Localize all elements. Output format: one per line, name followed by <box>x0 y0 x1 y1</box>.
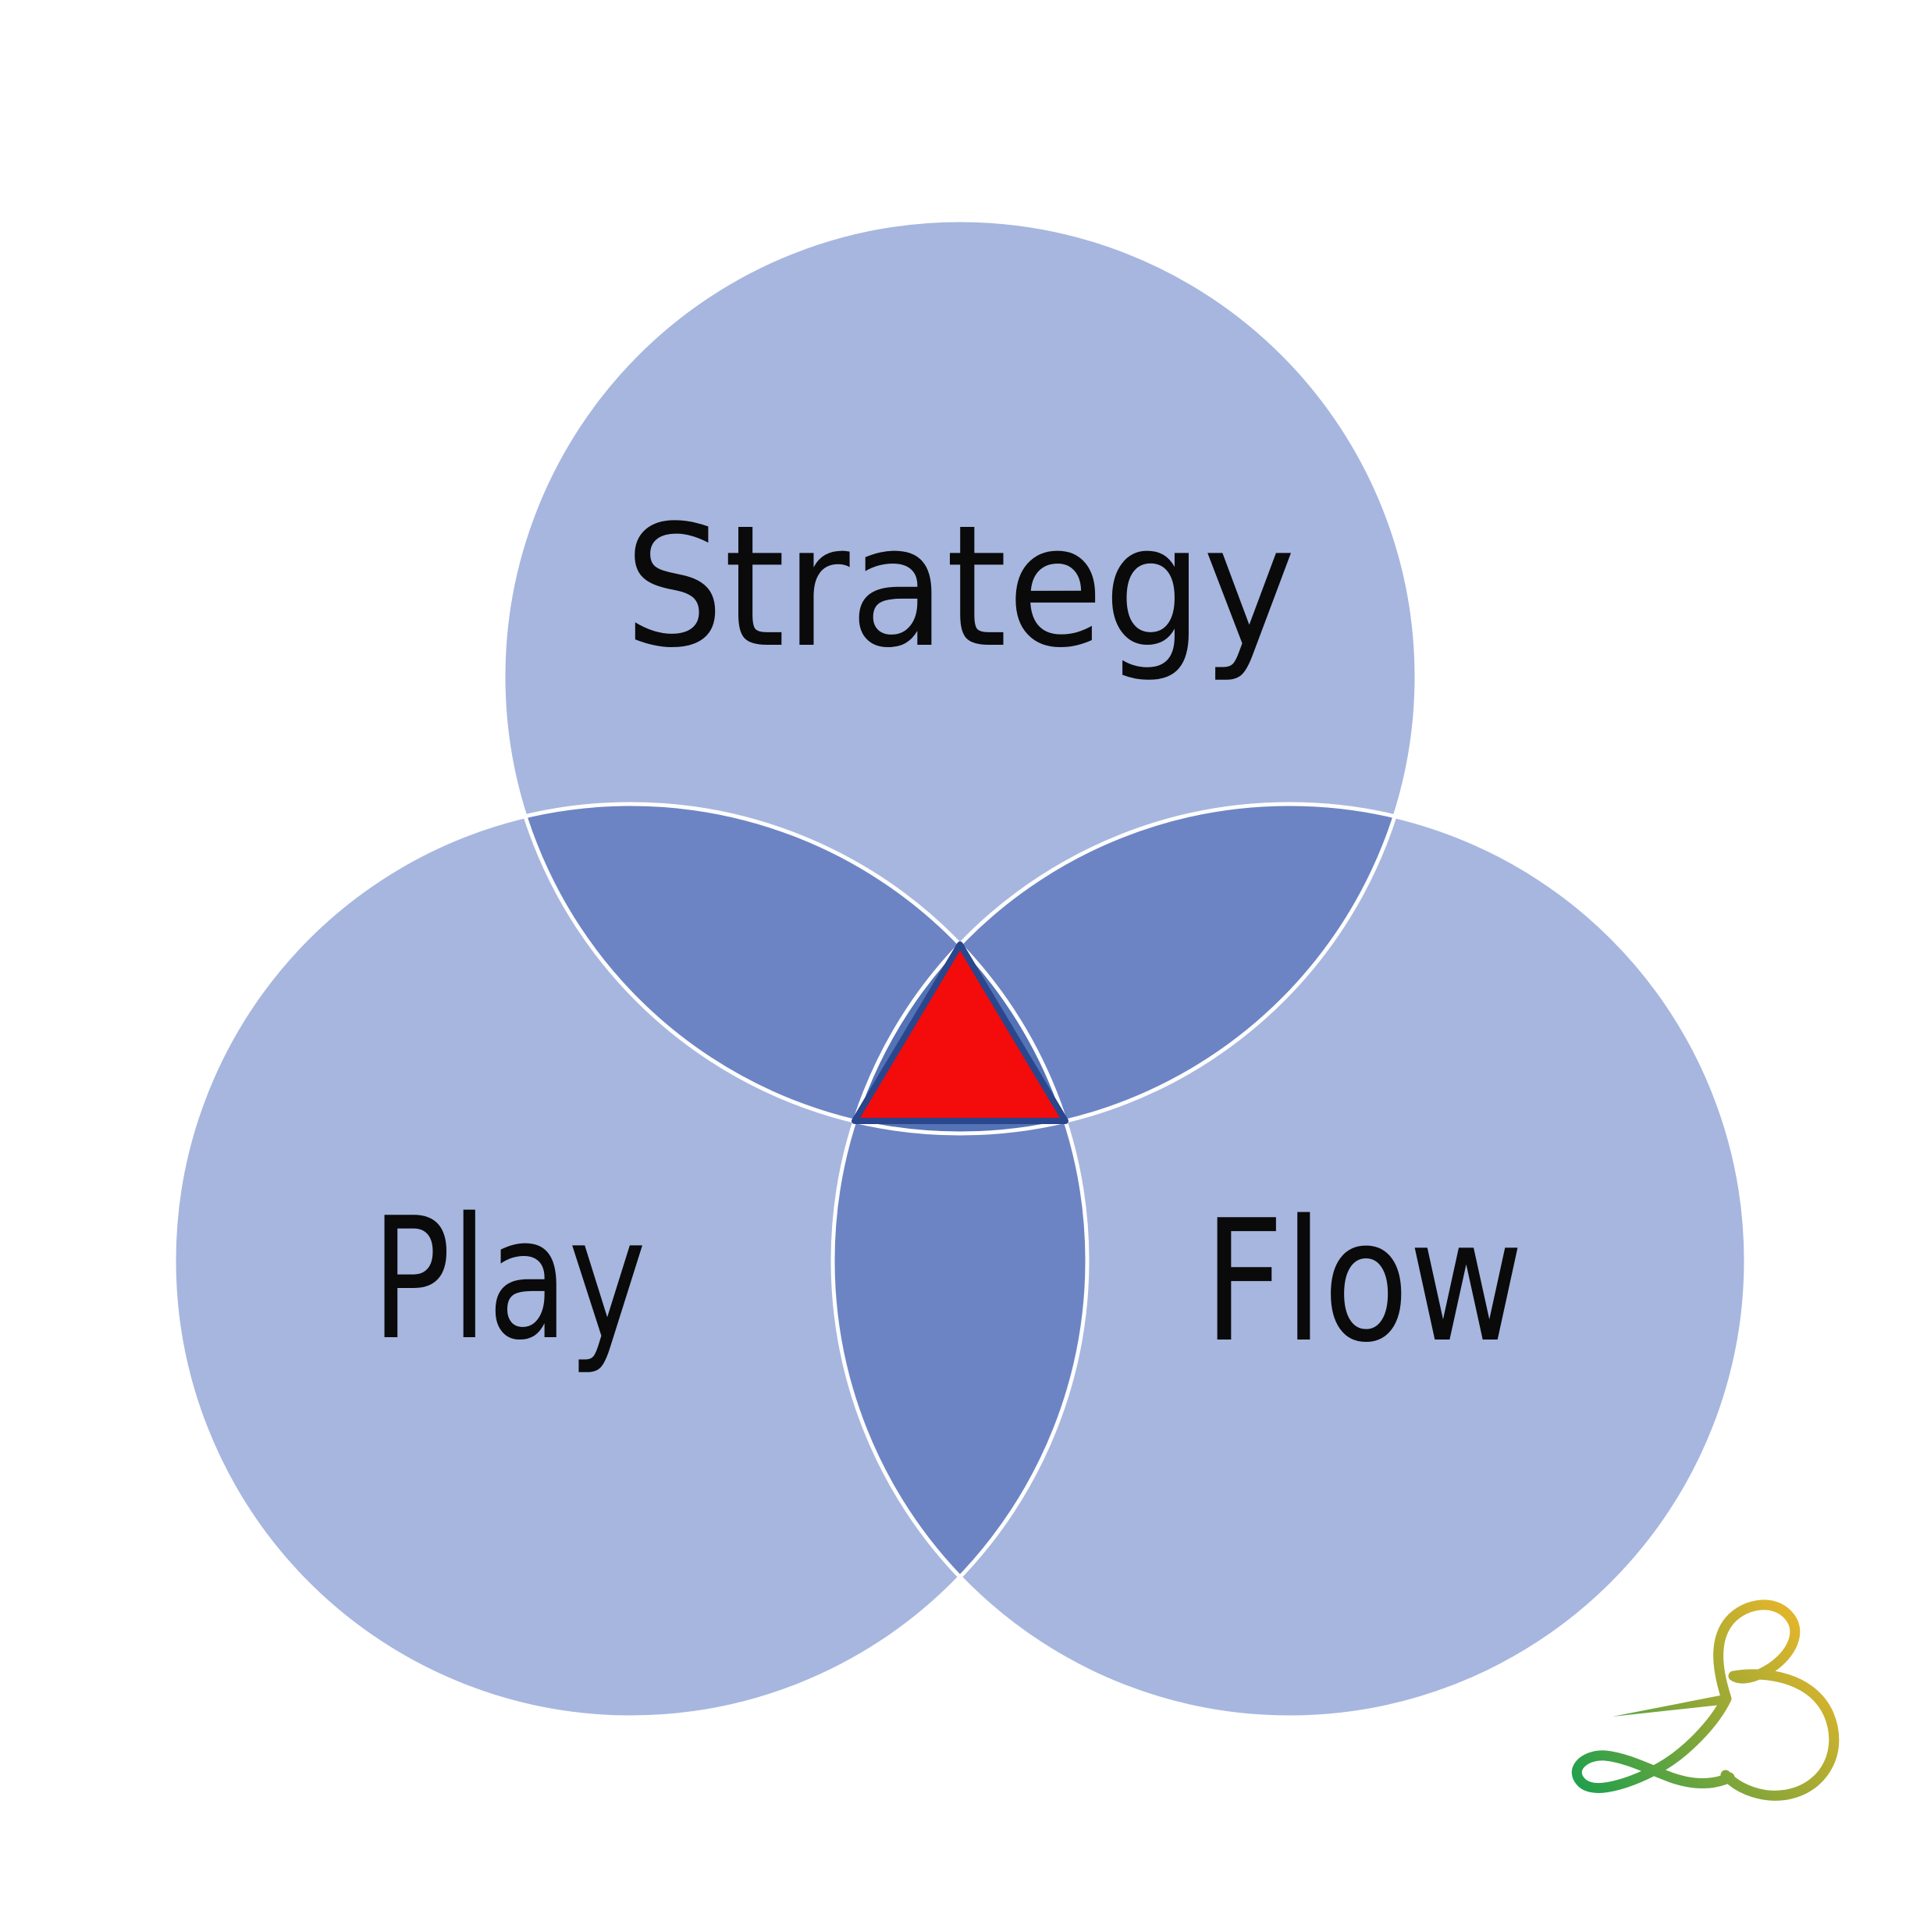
outline-circle-strategy <box>501 218 1419 1136</box>
outline-circle-flow <box>830 802 1748 1720</box>
overlap-strategy-play <box>503 804 1087 1133</box>
label-play: Play <box>372 1181 646 1377</box>
brand-logo-b-stroke <box>1571 1599 1840 1801</box>
overlap-strategy-flow <box>833 804 1417 1133</box>
label-flow: Flow <box>1204 1183 1524 1379</box>
label-strategy: Strategy <box>624 489 1296 685</box>
brand-logo-script-b <box>1571 1599 1840 1801</box>
outline-circle-play <box>172 802 1090 1720</box>
brand-logo-slash <box>1612 1694 1728 1717</box>
center-triangle-marker <box>852 941 1068 1124</box>
